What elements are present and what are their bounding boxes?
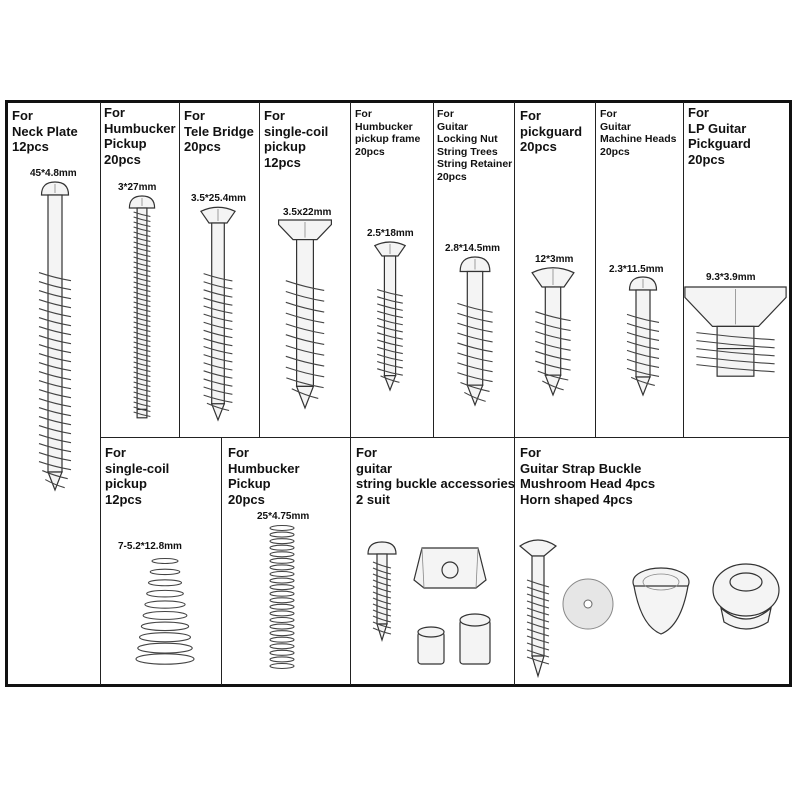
divider — [433, 102, 434, 437]
wood-screw-icon — [278, 219, 332, 410]
dimension-label: 9.3*3.9mm — [706, 272, 756, 283]
divider — [514, 102, 515, 685]
outer-frame — [5, 100, 792, 687]
dimension-label: 2.5*18mm — [367, 228, 414, 239]
dimension-label: 3*27mm — [118, 182, 157, 193]
strap-button-set-icon — [518, 539, 780, 679]
dimension-label: 3.5x22mm — [283, 207, 332, 218]
wood-screw-icon — [626, 276, 660, 397]
conical-spring-icon — [135, 557, 195, 665]
dimension-label: 45*4.8mm — [30, 168, 77, 179]
wood-screw-icon — [457, 256, 493, 407]
wood-screw-icon — [38, 181, 72, 492]
dimension-label: 25*4.75mm — [257, 511, 310, 522]
divider — [179, 102, 180, 437]
string-retainer-set-icon — [367, 541, 491, 665]
machine-screw-icon — [128, 195, 156, 419]
divider — [683, 102, 684, 437]
wood-screw-icon — [200, 206, 236, 422]
dimension-label: 2.3*11.5mm — [609, 264, 664, 275]
machine-screw-icon — [684, 286, 787, 377]
divider — [100, 102, 101, 685]
spring-icon — [269, 524, 295, 670]
divider — [221, 437, 222, 685]
wood-screw-icon — [373, 241, 407, 392]
divider — [350, 102, 351, 685]
dimension-label: 7-5.2*12.8mm — [118, 541, 182, 552]
dimension-label: 12*3mm — [535, 254, 574, 265]
divider — [259, 102, 260, 437]
divider — [595, 102, 596, 437]
dimension-label: 3.5*25.4mm — [191, 193, 247, 204]
dimension-label: 2.8*14.5mm — [445, 243, 501, 254]
wood-screw-icon — [531, 267, 575, 397]
divider — [100, 437, 790, 438]
